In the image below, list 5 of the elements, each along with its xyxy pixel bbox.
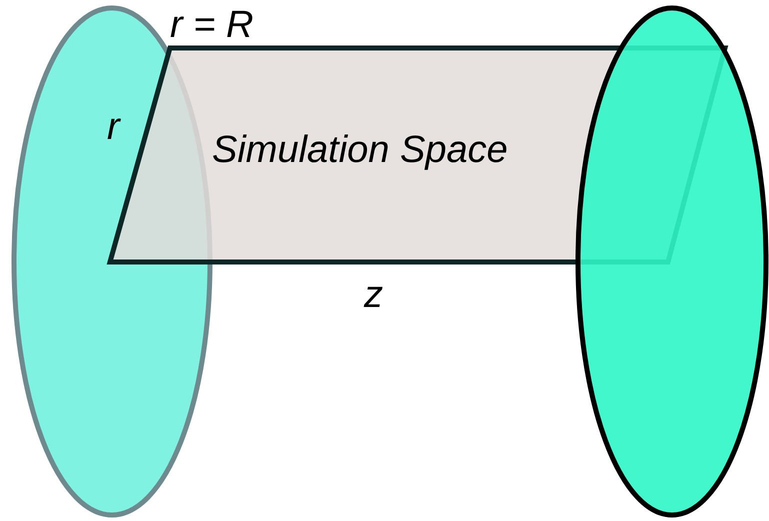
area-label: Simulation Space	[212, 131, 508, 169]
axis-label: r = R	[170, 6, 254, 44]
axis-label: r	[107, 108, 120, 146]
ellipse-shape	[575, 5, 769, 518]
axis-label: z	[364, 276, 383, 314]
